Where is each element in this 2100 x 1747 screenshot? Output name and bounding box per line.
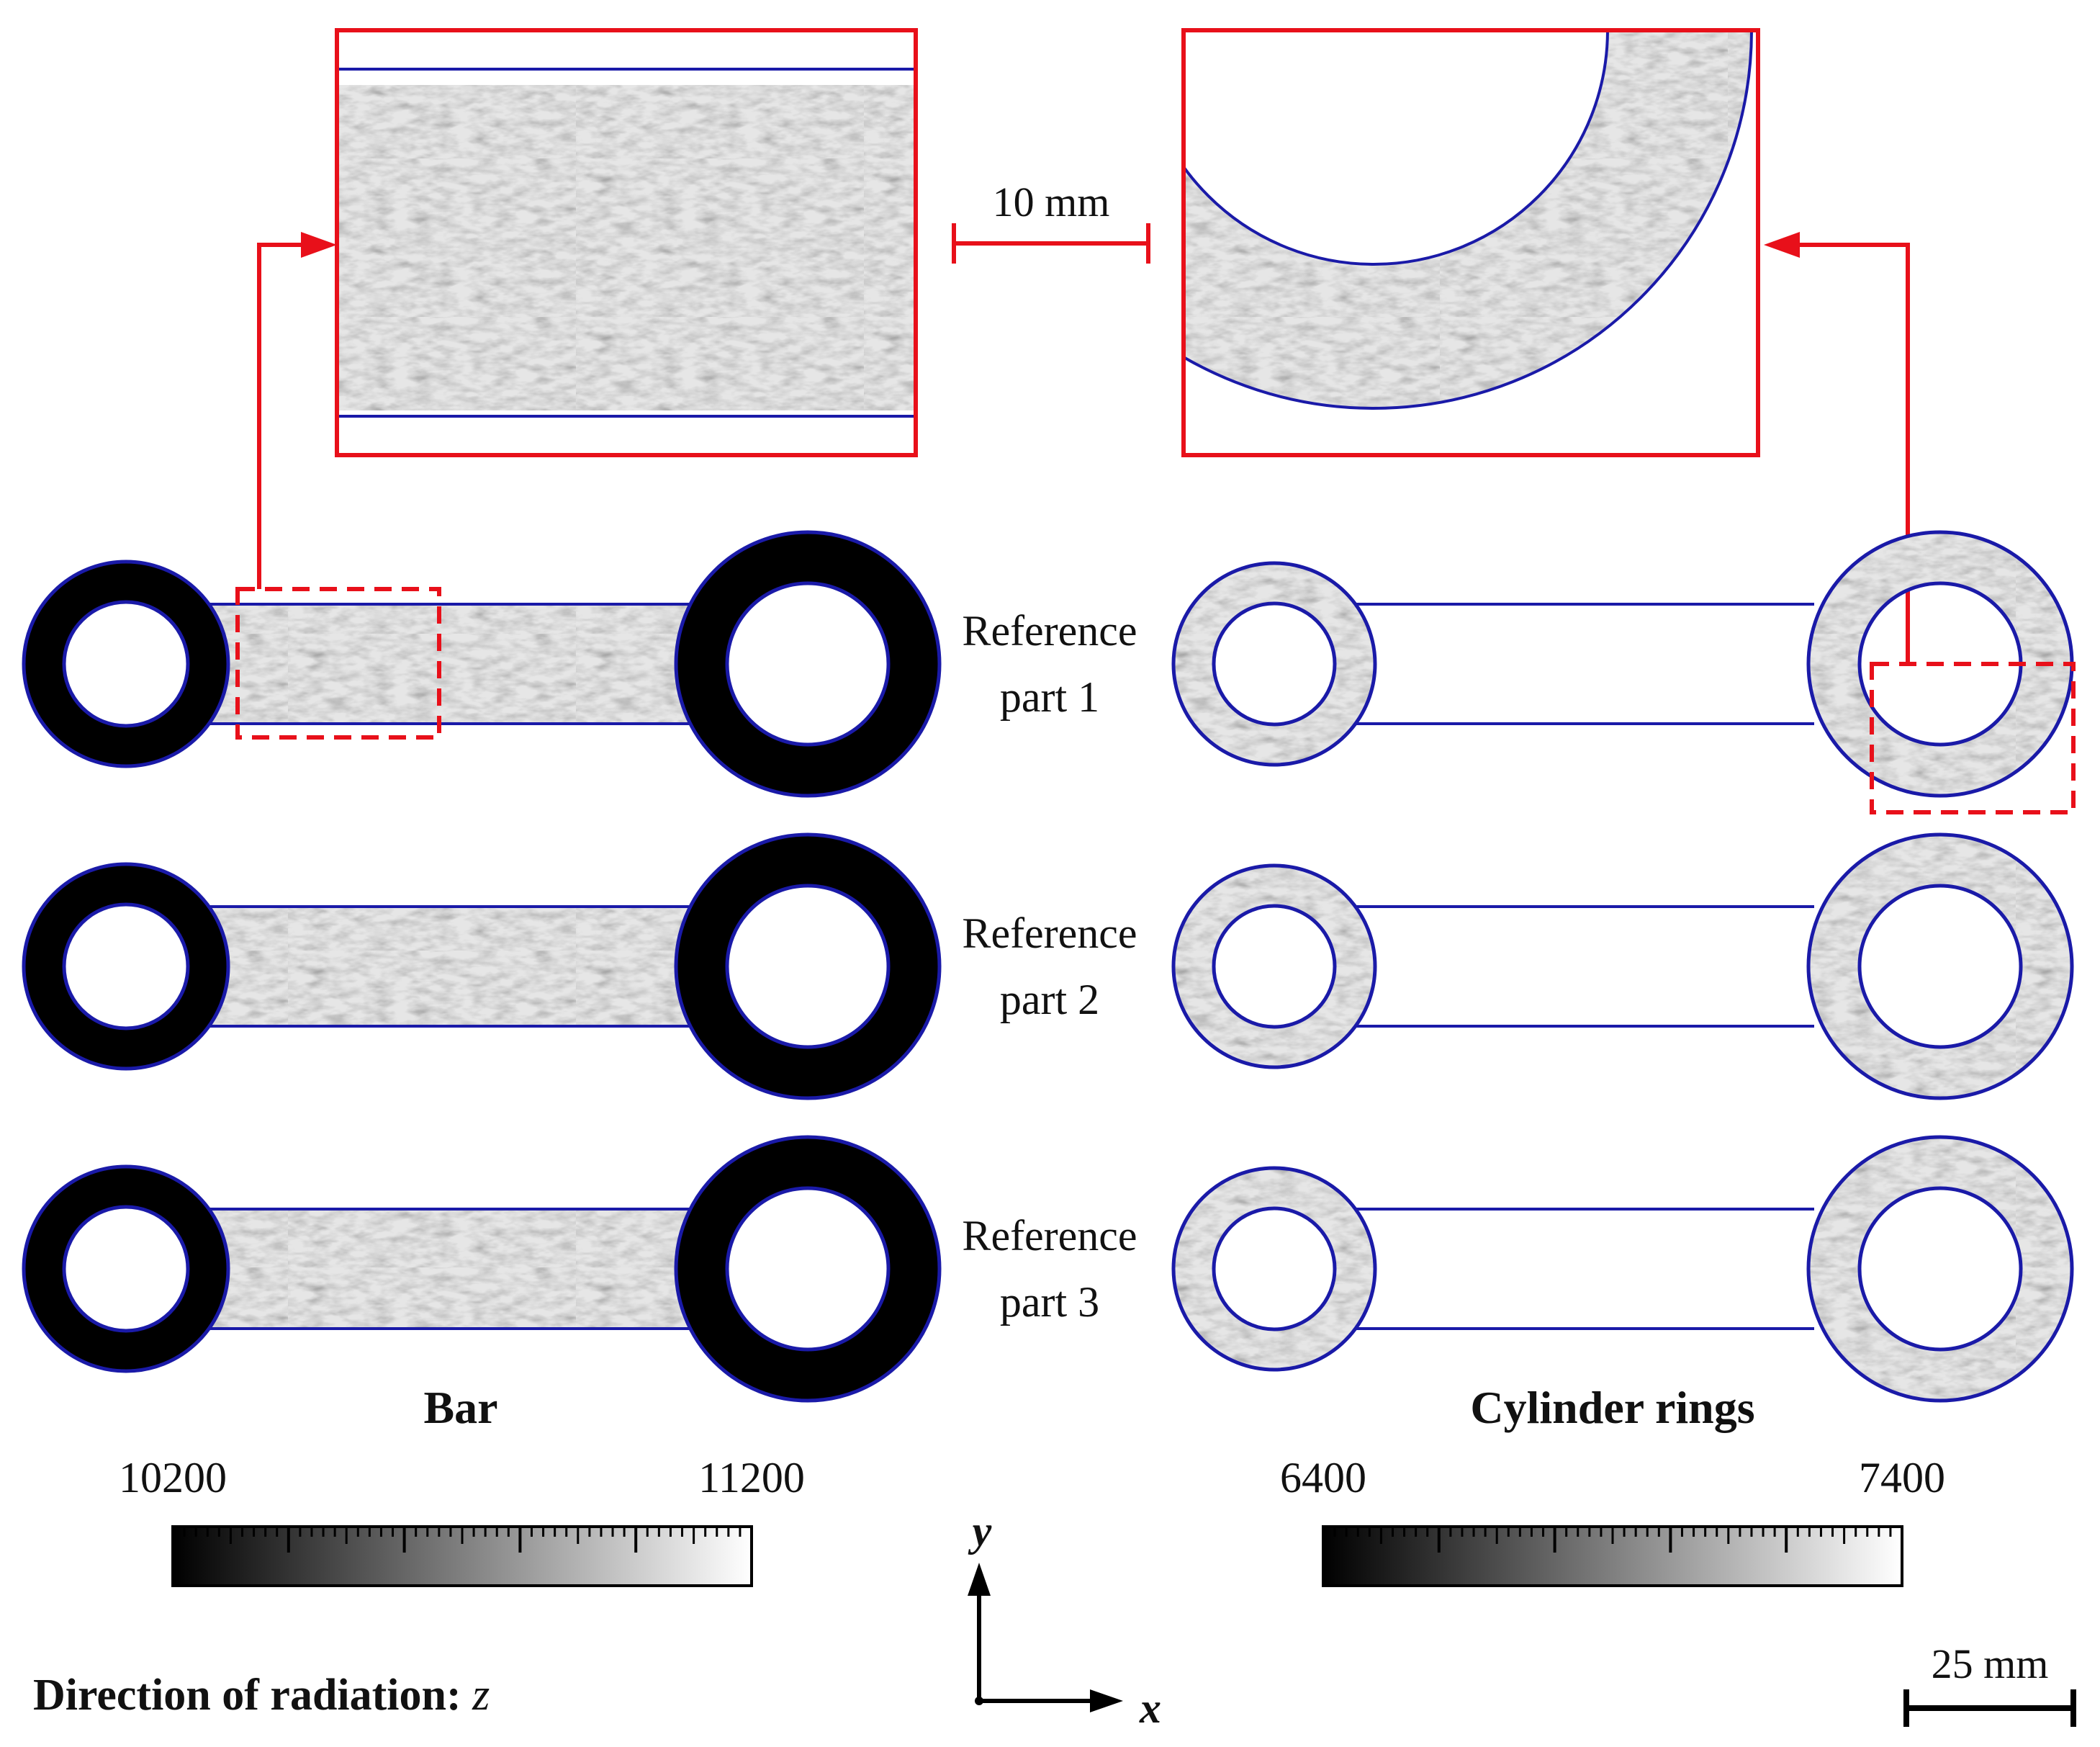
colorbar-bar: 10200 11200 [119,1454,805,1587]
svg-text:Reference: Reference [962,910,1137,957]
highlight-box-ring [1870,662,2076,814]
svg-text:Reference: Reference [962,1212,1137,1259]
part-label-3: Reference part 3 [962,1212,1137,1326]
ring-parts [1171,530,2074,1403]
zoom-scale-label: 10 mm [993,179,1110,225]
radiation-direction-note: Direction of radiation: z [33,1671,490,1720]
part-label-1: Reference part 1 [962,607,1137,721]
bar-part-2 [22,832,942,1100]
arrow-right-link [1764,232,1910,664]
axis-indicator: y x [968,1507,1161,1732]
zoom-panel-ring [1181,28,1760,457]
colorbar-rings-min: 6400 [1280,1454,1366,1501]
ring-part-2 [1171,832,2074,1100]
part-label-2: Reference part 2 [962,910,1137,1023]
colorbar-bar-min: 10200 [119,1454,227,1501]
group-title-bar: Bar [423,1382,497,1433]
axis-y-label: y [968,1507,992,1555]
main-scale-bar: 25 mm [1903,1640,2076,1727]
axis-x-label: x [1139,1684,1161,1732]
svg-text:Reference: Reference [962,607,1137,655]
zoom-panel-bar [335,28,918,457]
highlight-box-bar [235,587,441,740]
svg-text:part 1: part 1 [1000,673,1099,721]
main-scale-label: 25 mm [1932,1640,2049,1687]
group-title-rings: Cylinder rings [1470,1382,1754,1433]
svg-text:part 3: part 3 [1000,1278,1099,1326]
ring-part-1 [1171,530,2074,798]
arrow-left-link [257,232,337,589]
zoom-scale-bar: 10 mm [952,179,1150,264]
colorbar-rings-max: 7400 [1859,1454,1945,1501]
colorbar-bar-max: 11200 [698,1454,805,1501]
svg-text:part 2: part 2 [1000,976,1099,1023]
ring-part-3 [1171,1135,2074,1403]
bar-part-1 [22,530,942,798]
bar-part-3 [22,1135,942,1403]
bar-parts [22,530,942,1403]
colorbar-rings: 6400 7400 [1280,1454,1945,1587]
